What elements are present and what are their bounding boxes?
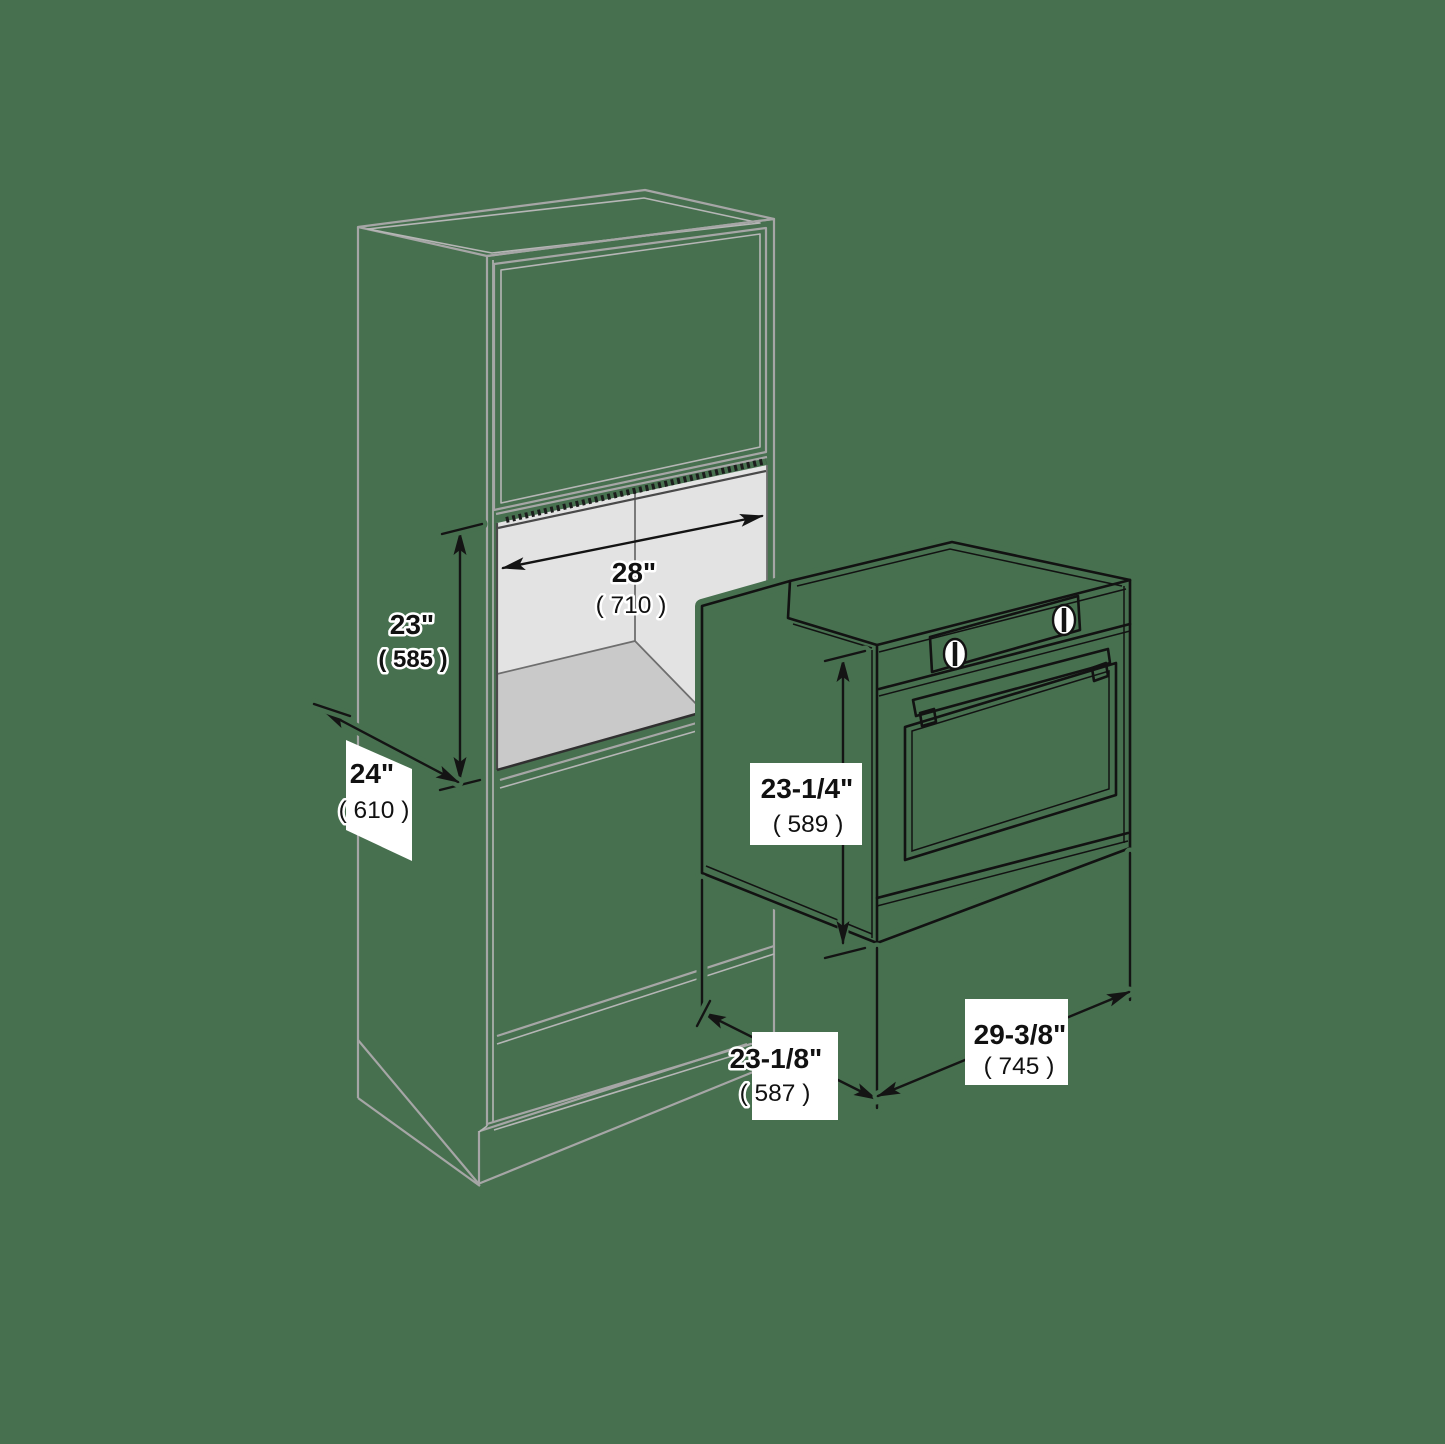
cutout-width-arrow bbox=[501, 513, 764, 571]
label-card bbox=[346, 740, 412, 861]
label-cutout-height: 23" ( 585 ) bbox=[376, 607, 450, 676]
oven-width-metric: ( 745 ) bbox=[984, 1053, 1055, 1080]
cutout-width-metric: ( 710 ) bbox=[596, 592, 667, 619]
label-oven-height: 23-1/4" ( 589 ) bbox=[750, 763, 862, 845]
door-window bbox=[903, 661, 1118, 862]
label-oven-width: 29-3/8" ( 745 ) bbox=[965, 999, 1068, 1085]
dimension-labels: 28" ( 710 ) 23" ( 585 ) 24" ( 610 ) 23-1… bbox=[336, 555, 1068, 1120]
control-panel bbox=[928, 594, 1082, 674]
oven-knob-left bbox=[942, 637, 968, 671]
niche-floor bbox=[497, 641, 703, 770]
cutout-depth-value: 24" bbox=[350, 758, 394, 789]
cutout-height-value: 23" bbox=[390, 609, 434, 640]
oven-depth-metric: ( 587 ) bbox=[740, 1080, 811, 1107]
cutout-width-value: 28" bbox=[612, 557, 656, 588]
oven-width-value: 29-3/8" bbox=[974, 1019, 1067, 1050]
cut-edge-hatching bbox=[505, 458, 767, 523]
label-cutout-width: 28" ( 710 ) bbox=[593, 555, 669, 622]
oven-height-metric: ( 589 ) bbox=[773, 811, 844, 838]
cutout-height-metric: ( 585 ) bbox=[378, 646, 447, 673]
label-cutout-depth: 24" ( 610 ) bbox=[336, 740, 412, 861]
label-card bbox=[750, 763, 862, 845]
label-card bbox=[752, 1032, 838, 1120]
oven-depth-value: 23-1/8" bbox=[730, 1043, 823, 1074]
oven-knob-right bbox=[1051, 603, 1077, 637]
cutout-dimension-arrows bbox=[308, 513, 764, 796]
label-card bbox=[965, 999, 1068, 1085]
oven-height-value: 23-1/4" bbox=[761, 773, 854, 804]
cutout-depth-metric: ( 610 ) bbox=[339, 797, 410, 824]
label-oven-depth: 23-1/8" ( 587 ) bbox=[727, 1032, 838, 1120]
